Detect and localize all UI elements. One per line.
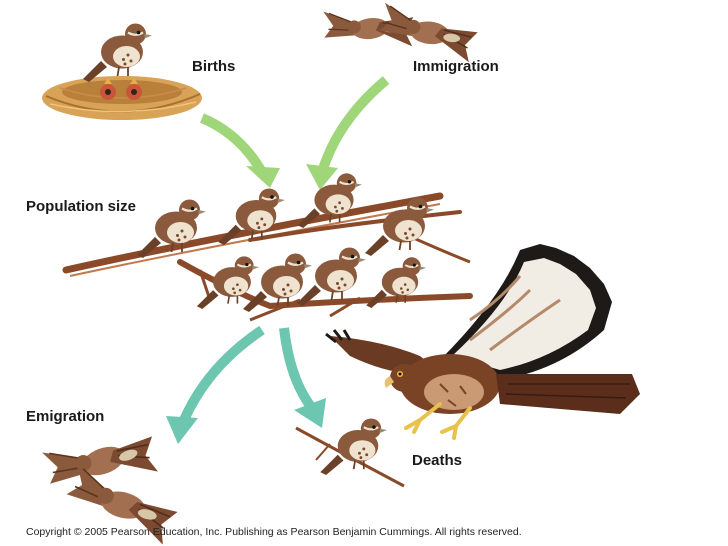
population-size-label: Population size (26, 198, 137, 215)
emigration-label: Emigration (26, 408, 105, 425)
immigration-label: Immigration (413, 58, 499, 75)
deaths-arrow (279, 327, 326, 428)
population-sparrows (135, 172, 436, 314)
immigration-arrow (306, 76, 390, 190)
births-arrow (199, 113, 280, 188)
births-label: Births (192, 58, 236, 75)
hawk-illustration (325, 244, 640, 440)
copyright-notice: Copyright © 2005 Pearson Education, Inc.… (26, 526, 522, 538)
nest-illustration (42, 76, 202, 120)
immigrating-sparrows (320, 0, 481, 64)
emigration-arrow (166, 325, 265, 444)
parent-sparrow (81, 22, 154, 84)
deaths-label: Deaths (412, 452, 463, 469)
